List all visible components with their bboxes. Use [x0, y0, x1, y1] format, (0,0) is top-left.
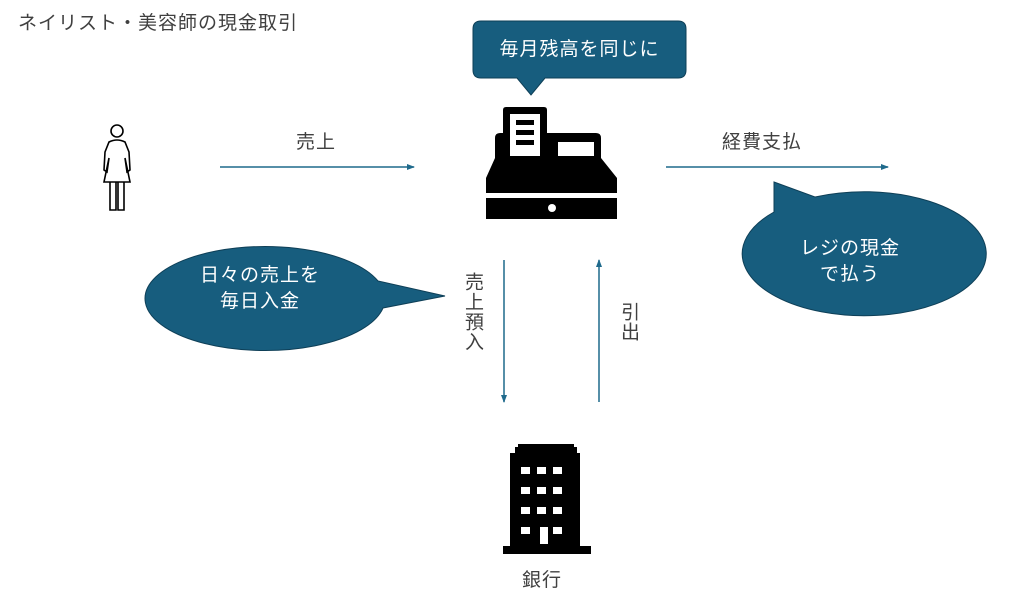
callout-left-text: 日々の売上を 毎日入金	[150, 262, 370, 314]
bank-building-icon	[503, 444, 591, 554]
callout-right-text: レジの現金 で払う	[730, 235, 970, 287]
label-expenses: 経費支払	[722, 131, 803, 153]
cash-register-icon	[486, 107, 617, 219]
callout-left-line2: 毎日入金	[219, 290, 300, 312]
callout-top-text: 毎月残高を同じに	[499, 38, 660, 60]
callout-left-line1: 日々の売上を	[199, 264, 320, 286]
callout-right-line2: で払う	[819, 263, 880, 285]
callout-left	[144, 246, 446, 352]
label-withdraw: 引出	[618, 302, 640, 342]
bank-label: 銀行	[522, 569, 563, 591]
callout-right-line1: レジの現金	[799, 237, 900, 259]
label-sales: 売上	[296, 131, 337, 153]
callout-top	[472, 20, 687, 96]
label-deposit: 売上預入	[462, 272, 484, 352]
person-icon	[103, 124, 131, 211]
callout-right	[741, 181, 987, 317]
diagram-title: ネイリスト・美容師の現金取引	[18, 12, 299, 34]
